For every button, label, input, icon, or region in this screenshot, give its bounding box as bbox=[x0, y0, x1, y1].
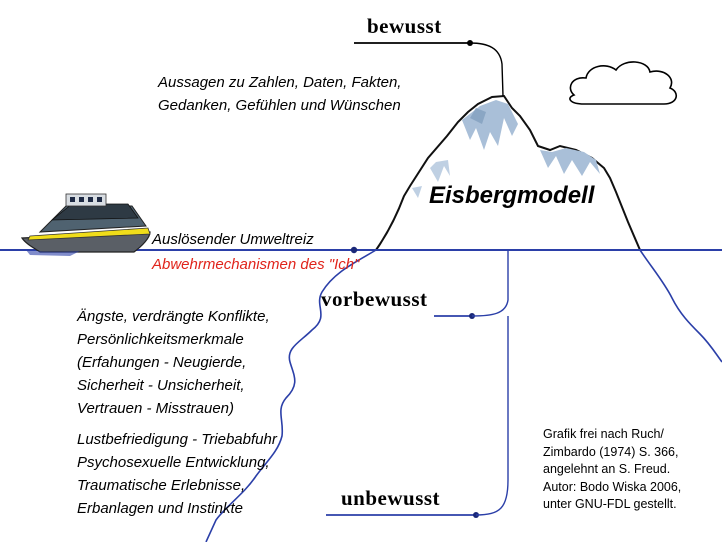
conscious-line-2: Gedanken, Gefühlen und Wünschen bbox=[158, 97, 401, 114]
trigger-dot bbox=[350, 246, 358, 254]
unconscious-line-2: Psychosexuelle Entwicklung, bbox=[77, 454, 270, 471]
conscious-line-1: Aussagen zu Zahlen, Daten, Fakten, bbox=[158, 74, 402, 91]
ship-icon bbox=[20, 193, 151, 256]
credit-line-4: Autor: Bodo Wiska 2006, bbox=[543, 479, 682, 494]
credit-line-3: angelehnt an S. Freud. bbox=[543, 462, 671, 476]
iceberg-underwater-left bbox=[205, 249, 377, 542]
credit-line-1: Grafik frei nach Ruch/ bbox=[543, 427, 664, 441]
level-label-unconscious: unbewusst bbox=[341, 486, 441, 510]
unconscious-connector bbox=[475, 316, 509, 516]
level-label-conscious: bewusst bbox=[367, 14, 442, 38]
preconscious-line-1: Ängste, verdrängte Konflikte, bbox=[77, 308, 270, 325]
credit-line-2: Zimbardo (1974) S. 366, bbox=[543, 444, 679, 459]
unconscious-line-4: Erbanlagen und Instinkte bbox=[77, 500, 243, 517]
conscious-connector bbox=[469, 42, 504, 97]
unconscious-line-3: Traumatische Erlebnisse, bbox=[77, 477, 246, 494]
preconscious-line-5: Vertrauen - Misstrauen) bbox=[77, 400, 235, 417]
unconscious-text: Lustbefriedigung - Triebabfuhr Psychosex… bbox=[77, 428, 277, 520]
diagram-title: Eisbergmodell bbox=[429, 182, 595, 209]
cloud-icon bbox=[569, 61, 677, 105]
credit-text: Grafik frei nach Ruch/ Zimbardo (1974) S… bbox=[543, 426, 681, 514]
preconscious-connector bbox=[471, 250, 509, 317]
preconscious-line-4: Sicherheit - Unsicherheit, bbox=[77, 377, 245, 394]
trigger-label: Auslösender Umweltreiz bbox=[152, 231, 314, 248]
credit-line-5: unter GNU-FDL gestellt. bbox=[543, 497, 677, 511]
iceberg-icon bbox=[374, 94, 642, 251]
defense-label: Abwehrmechanismen des "Ich" bbox=[152, 256, 360, 273]
level-label-preconscious: vorbewusst bbox=[321, 287, 428, 311]
preconscious-text: Ängste, verdrängte Konflikte, Persönlich… bbox=[77, 305, 270, 420]
preconscious-line-3: (Erfahungen - Neugierde, bbox=[77, 354, 247, 371]
conscious-text: Aussagen zu Zahlen, Daten, Fakten, Gedan… bbox=[158, 71, 401, 117]
unconscious-line-1: Lustbefriedigung - Triebabfuhr bbox=[77, 431, 277, 448]
preconscious-line-2: Persönlichkeitsmerkmale bbox=[77, 331, 244, 348]
iceberg-underwater-right bbox=[639, 249, 722, 363]
